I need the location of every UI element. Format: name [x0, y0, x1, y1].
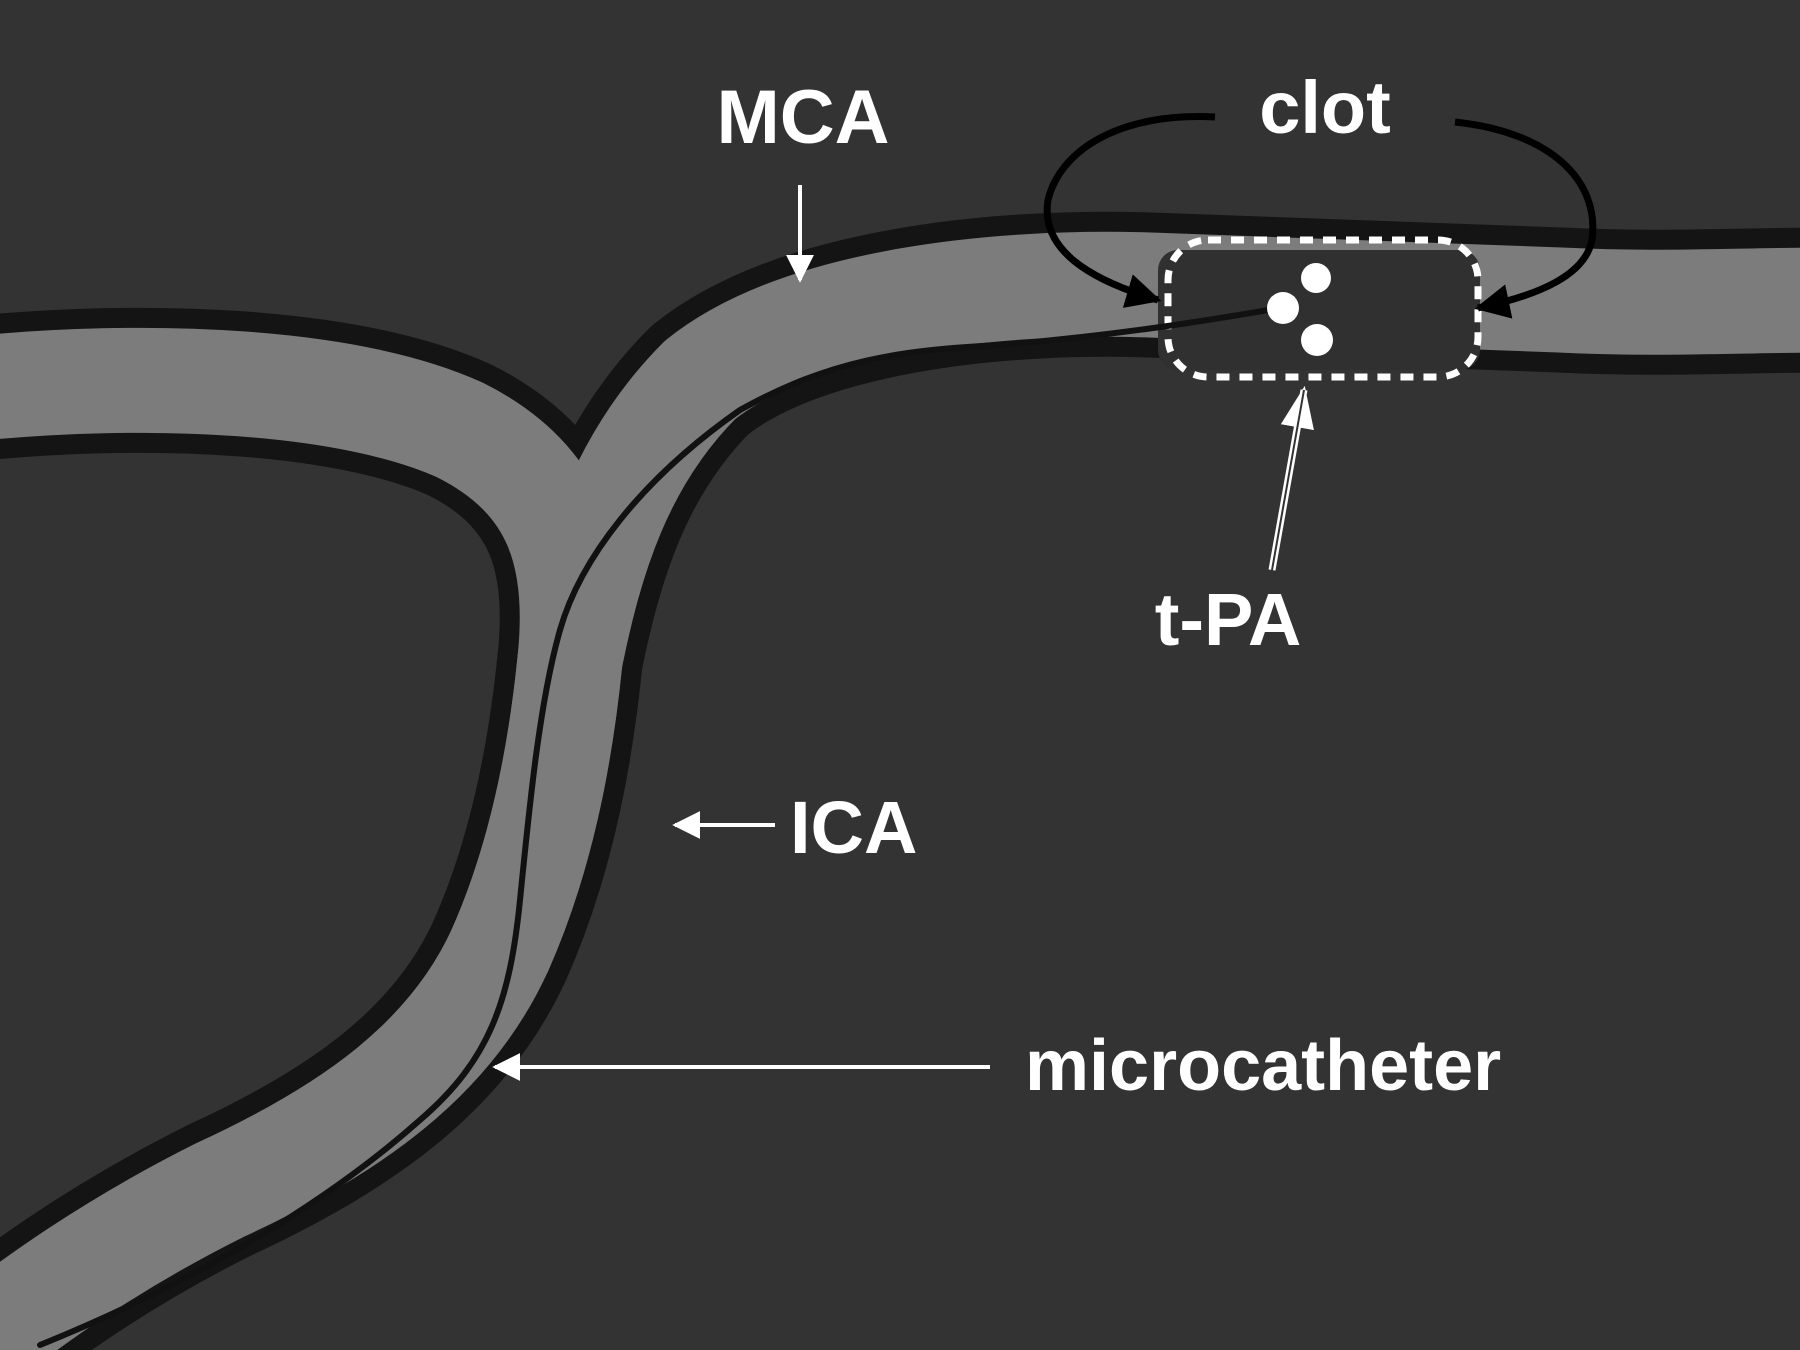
clot-right-arrow — [1454, 118, 1597, 319]
tpa-infusion-zone — [1164, 236, 1482, 381]
mca-label: MCA — [716, 75, 889, 160]
clot-label: clot — [1259, 66, 1391, 149]
tpa-particle — [1267, 292, 1299, 324]
tpa-label: t-PA — [1155, 578, 1302, 661]
tpa-particle — [1301, 324, 1333, 356]
ica-lower-lumen — [447, 607, 623, 1003]
clot-left-arrow — [1043, 113, 1216, 308]
ica-label: ICA — [790, 786, 917, 869]
tpa-particle — [1301, 263, 1331, 293]
microcatheter-label: microcatheter — [1025, 1026, 1501, 1106]
clot-mass — [1158, 250, 1480, 370]
tpa-particles — [1267, 263, 1333, 356]
microcatheter-line — [37, 305, 1283, 1348]
tpa-arrow — [1268, 385, 1314, 571]
